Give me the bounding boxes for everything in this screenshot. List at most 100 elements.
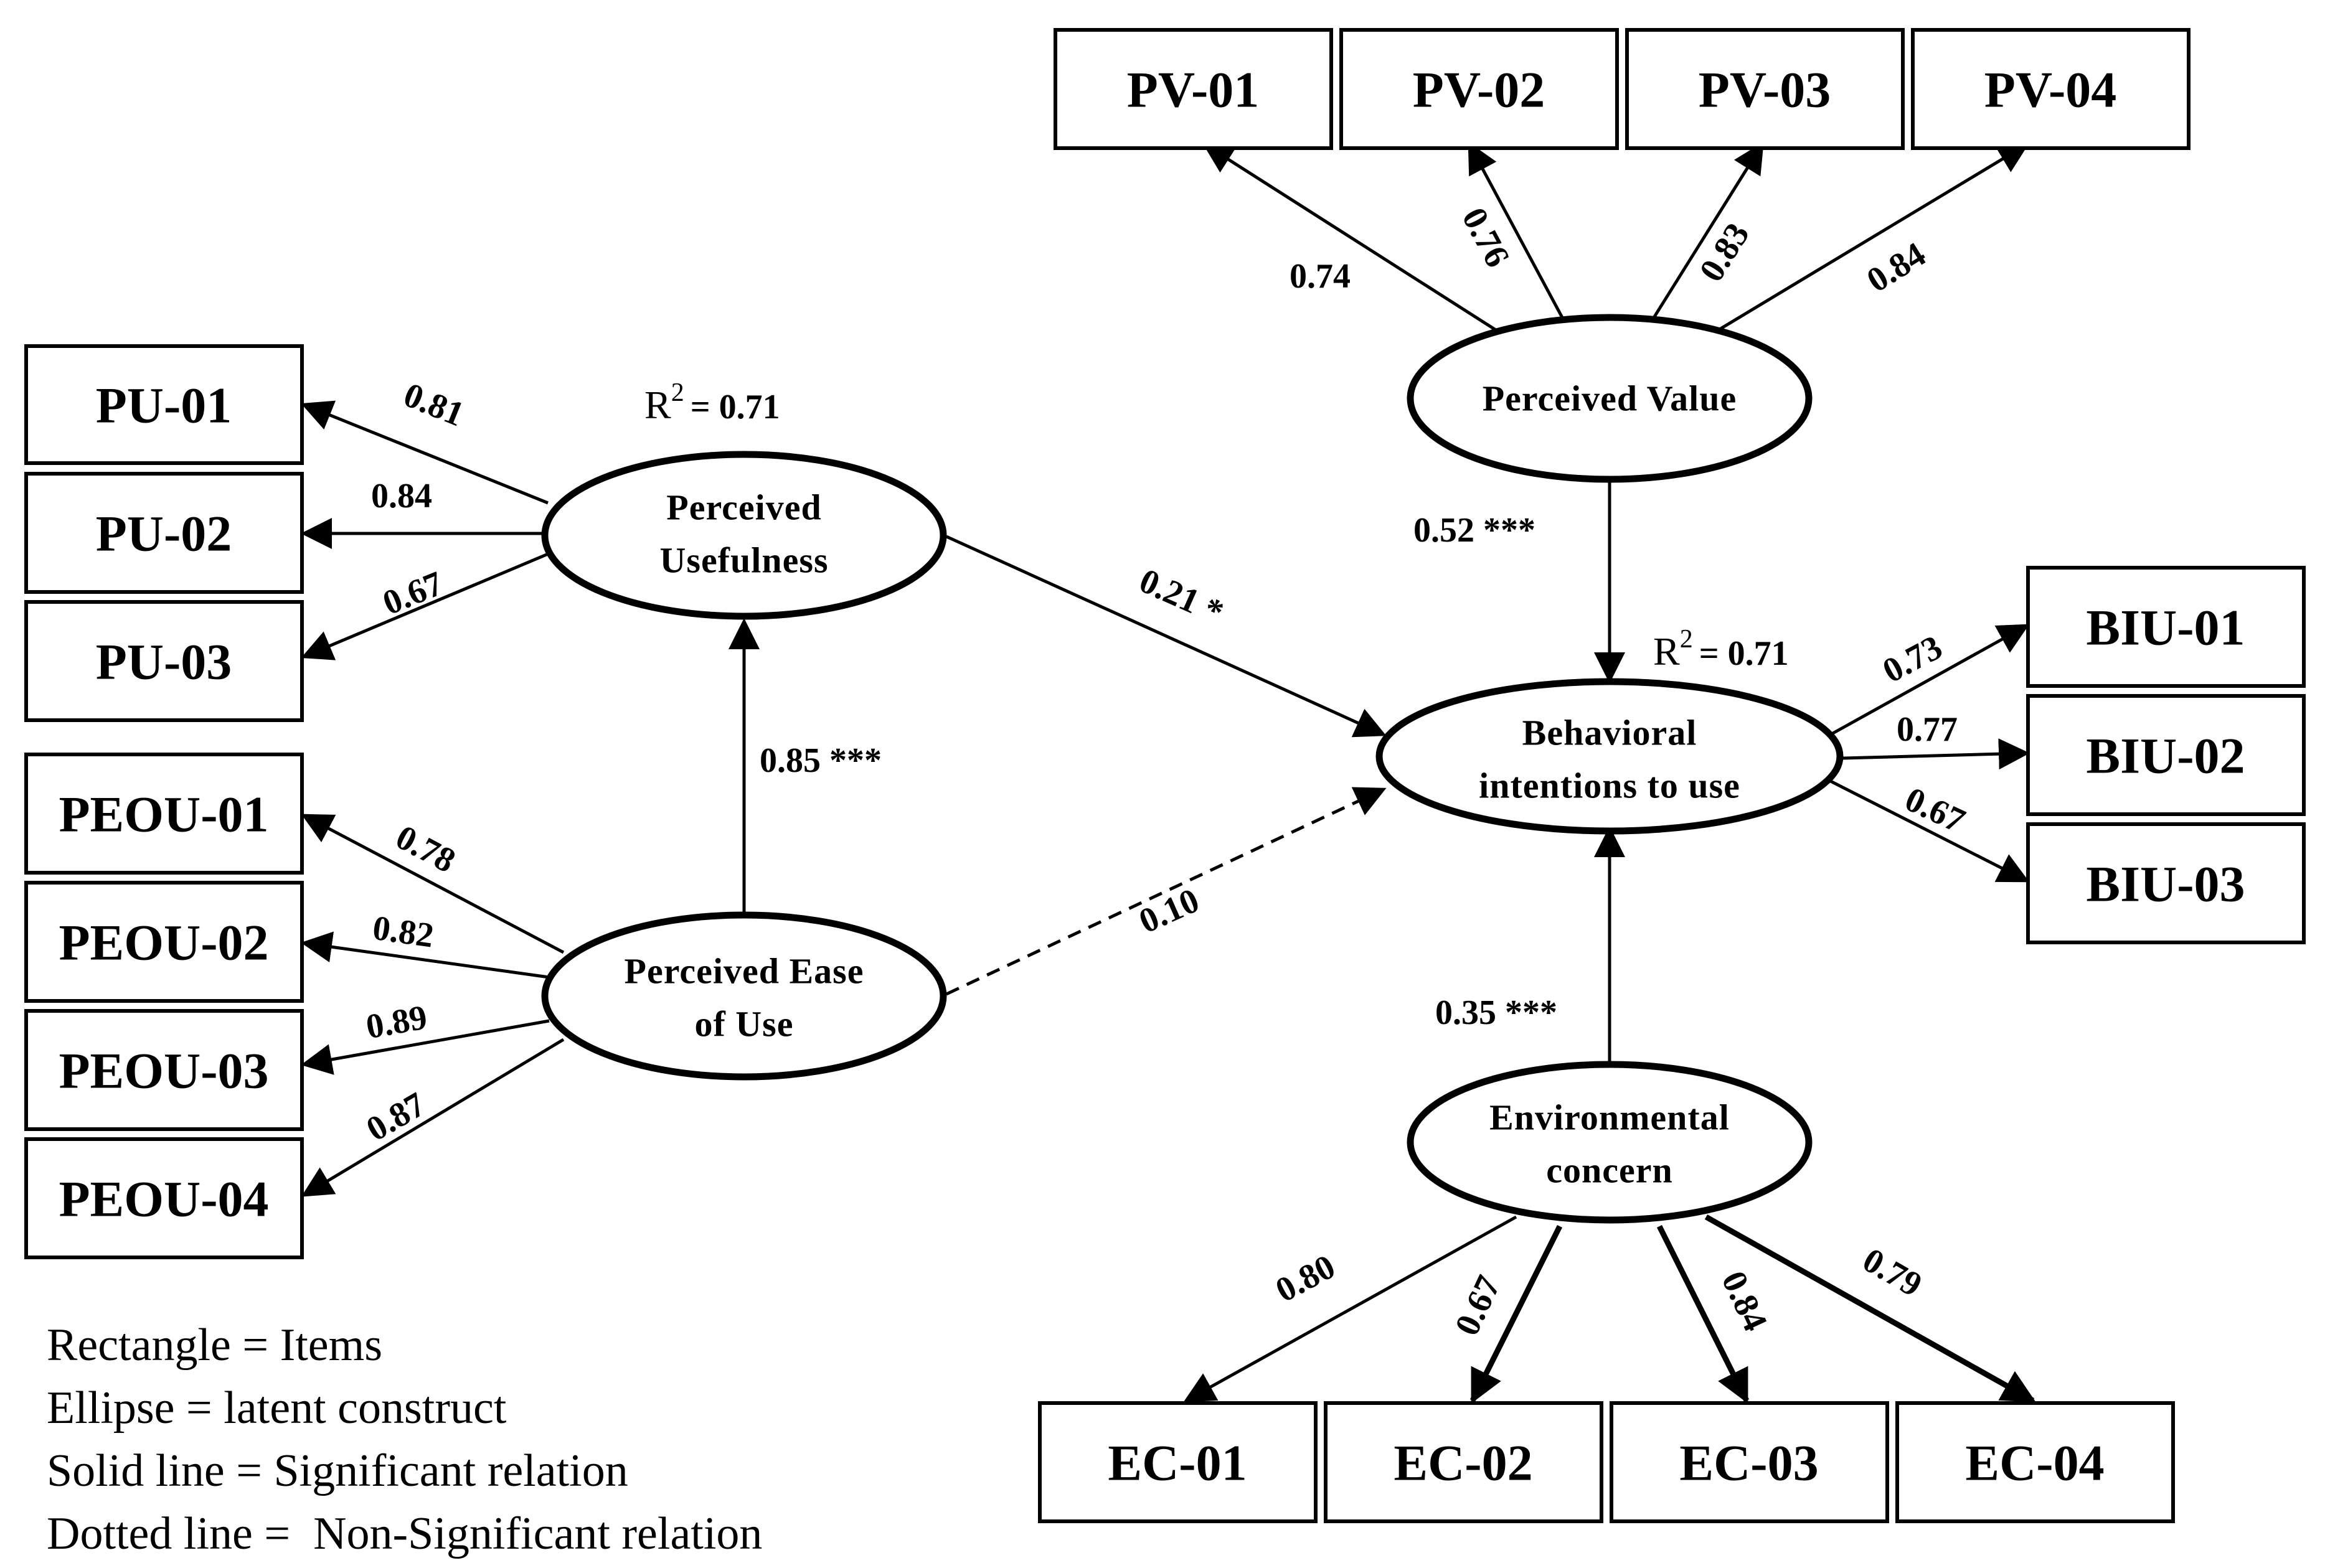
peou-items: PEOU-01 PEOU-02 PEOU-03 PEOU-04 [24, 753, 304, 1259]
legend: Rectangle = Items Ellipse = latent const… [47, 1320, 762, 1559]
item-label: PEOU-03 [59, 1043, 268, 1099]
measurement-paths [301, 141, 2036, 1404]
item-label: PV-02 [1413, 62, 1545, 118]
path-coef-pu-biu: 0.21 * [1134, 561, 1229, 632]
construct-label-line1: Perceived Value [1483, 378, 1737, 419]
loading-biu-02: 0.77 [1897, 710, 1958, 749]
construct-environmental-concern: Environmental concern [1407, 1061, 1813, 1224]
pu-loading-labels: 0.81 0.84 0.67 [371, 375, 469, 622]
r2-behavioral-intentions: R2= 0.71 [1653, 625, 1789, 674]
loading-pu-02: 0.84 [371, 477, 432, 515]
path-ec-02 [1469, 1224, 1563, 1404]
item-pu-02: PU-02 [24, 472, 304, 594]
peou-loading-labels: 0.78 0.82 0.89 0.87 [360, 818, 461, 1149]
item-biu-03: BIU-03 [2026, 822, 2306, 944]
path-pv-04 [1717, 143, 2030, 332]
path-peou-to-biu [945, 787, 1387, 996]
ec-loading-labels: 0.80 0.67 0.84 0.79 [1270, 1241, 1928, 1341]
path-coef-ec-biu: 0.35 *** [1435, 993, 1557, 1032]
item-ec-03: EC-03 [1610, 1401, 1889, 1523]
construct-label-line2: of Use [694, 1004, 793, 1045]
item-pu-01: PU-01 [24, 344, 304, 465]
path-ec-01 [1183, 1215, 1517, 1402]
construct-behavioral-intentions: Behavioral intentions to use [1375, 678, 1844, 835]
item-pv-04: PV-04 [1911, 28, 2191, 150]
loading-ec-03: 0.84 [1714, 1265, 1775, 1337]
legend-solid-line: Solid line = Significant relation [47, 1445, 628, 1496]
item-label: PV-01 [1127, 62, 1260, 118]
construct-label-line1: Environmental [1489, 1097, 1730, 1138]
path-coef-peou-biu: 0.10 [1133, 881, 1205, 941]
legend-rectangle: Rectangle = Items [47, 1320, 382, 1371]
construct-label-line2: Usefulness [659, 540, 828, 581]
loading-pu-03: 0.67 [377, 564, 448, 622]
loading-biu-03: 0.67 [1899, 780, 1971, 841]
item-label: EC-04 [1965, 1435, 2104, 1491]
item-pv-02: PV-02 [1339, 28, 1619, 150]
item-label: PU-02 [96, 505, 232, 562]
construct-perceived-usefulness: Perceived Usefulness [541, 451, 947, 620]
item-peou-04: PEOU-04 [24, 1137, 304, 1259]
r2-perceived-usefulness: R2= 0.71 [644, 378, 780, 427]
biu-loading-labels: 0.73 0.77 0.67 [1877, 628, 1971, 841]
path-biu-03 [1829, 779, 2030, 883]
path-biu-02 [1842, 738, 2030, 770]
item-label: PU-01 [96, 377, 232, 434]
loading-ec-04: 0.79 [1856, 1241, 1928, 1305]
path-peou-04 [301, 1038, 565, 1197]
item-pv-01: PV-01 [1054, 28, 1333, 150]
path-biu-01 [1829, 624, 2030, 736]
legend-dotted-line: Dotted line = Non-Significant relation [47, 1508, 762, 1559]
path-ec-03 [1656, 1224, 1750, 1404]
pu-items: PU-01 PU-02 PU-03 [24, 344, 304, 722]
item-label: PV-04 [1984, 62, 2117, 118]
item-ec-02: EC-02 [1324, 1401, 1603, 1523]
item-ec-01: EC-01 [1038, 1401, 1318, 1523]
loading-pv-03: 0.83 [1692, 216, 1757, 288]
construct-label-line1: Perceived [666, 487, 821, 528]
path-coef-pv-biu: 0.52 *** [1413, 511, 1535, 550]
legend-ellipse: Ellipse = latent construct [47, 1383, 507, 1434]
item-peou-01: PEOU-01 [24, 753, 304, 875]
item-label: BIU-03 [2086, 856, 2245, 913]
item-label: PEOU-01 [59, 786, 268, 843]
path-pu-03 [301, 552, 549, 660]
item-label: PV-03 [1699, 62, 1831, 118]
item-label: PEOU-04 [59, 1171, 268, 1228]
loading-peou-01: 0.78 [390, 818, 462, 881]
construct-label-line1: Perceived Ease [625, 951, 864, 992]
item-label: BIU-01 [2086, 599, 2245, 656]
item-label: EC-02 [1394, 1435, 1532, 1491]
item-pv-03: PV-03 [1625, 28, 1905, 150]
item-peou-02: PEOU-02 [24, 881, 304, 1003]
item-label: PEOU-02 [59, 914, 268, 971]
item-peou-03: PEOU-03 [24, 1009, 304, 1131]
loading-pu-01: 0.81 [399, 375, 469, 434]
path-pv-02 [1468, 141, 1565, 320]
biu-items: BIU-01 BIU-02 BIU-03 [2026, 566, 2306, 944]
item-ec-04: EC-04 [1895, 1401, 2175, 1523]
item-biu-02: BIU-02 [2026, 694, 2306, 816]
loading-peou-02: 0.82 [370, 909, 436, 955]
path-pu-to-biu [945, 535, 1387, 738]
path-coef-peou-pu: 0.85 *** [760, 741, 882, 780]
item-biu-01: BIU-01 [2026, 566, 2306, 688]
loading-ec-01: 0.80 [1270, 1247, 1342, 1310]
item-pu-03: PU-03 [24, 600, 304, 722]
ec-items: EC-01 EC-02 EC-03 EC-04 [1038, 1401, 2175, 1523]
construct-perceived-ease-of-use: Perceived Ease of Use [541, 911, 947, 1081]
path-pu-01 [301, 400, 549, 505]
construct-label-line1: Behavioral [1522, 713, 1697, 753]
structural-paths [729, 468, 1625, 1064]
loading-pv-04: 0.84 [1860, 235, 1932, 300]
path-peou-02 [301, 931, 550, 979]
construct-perceived-value: Perceived Value [1407, 314, 1813, 483]
path-peou-01 [301, 814, 565, 954]
loading-pv-01: 0.74 [1290, 257, 1351, 296]
item-label: EC-01 [1108, 1435, 1247, 1491]
construct-label-line2: intentions to use [1479, 766, 1740, 806]
path-pv-03 [1651, 141, 1764, 320]
loading-peou-03: 0.89 [363, 998, 430, 1046]
item-label: BIU-02 [2086, 728, 2245, 784]
path-ec-04 [1704, 1214, 2036, 1403]
